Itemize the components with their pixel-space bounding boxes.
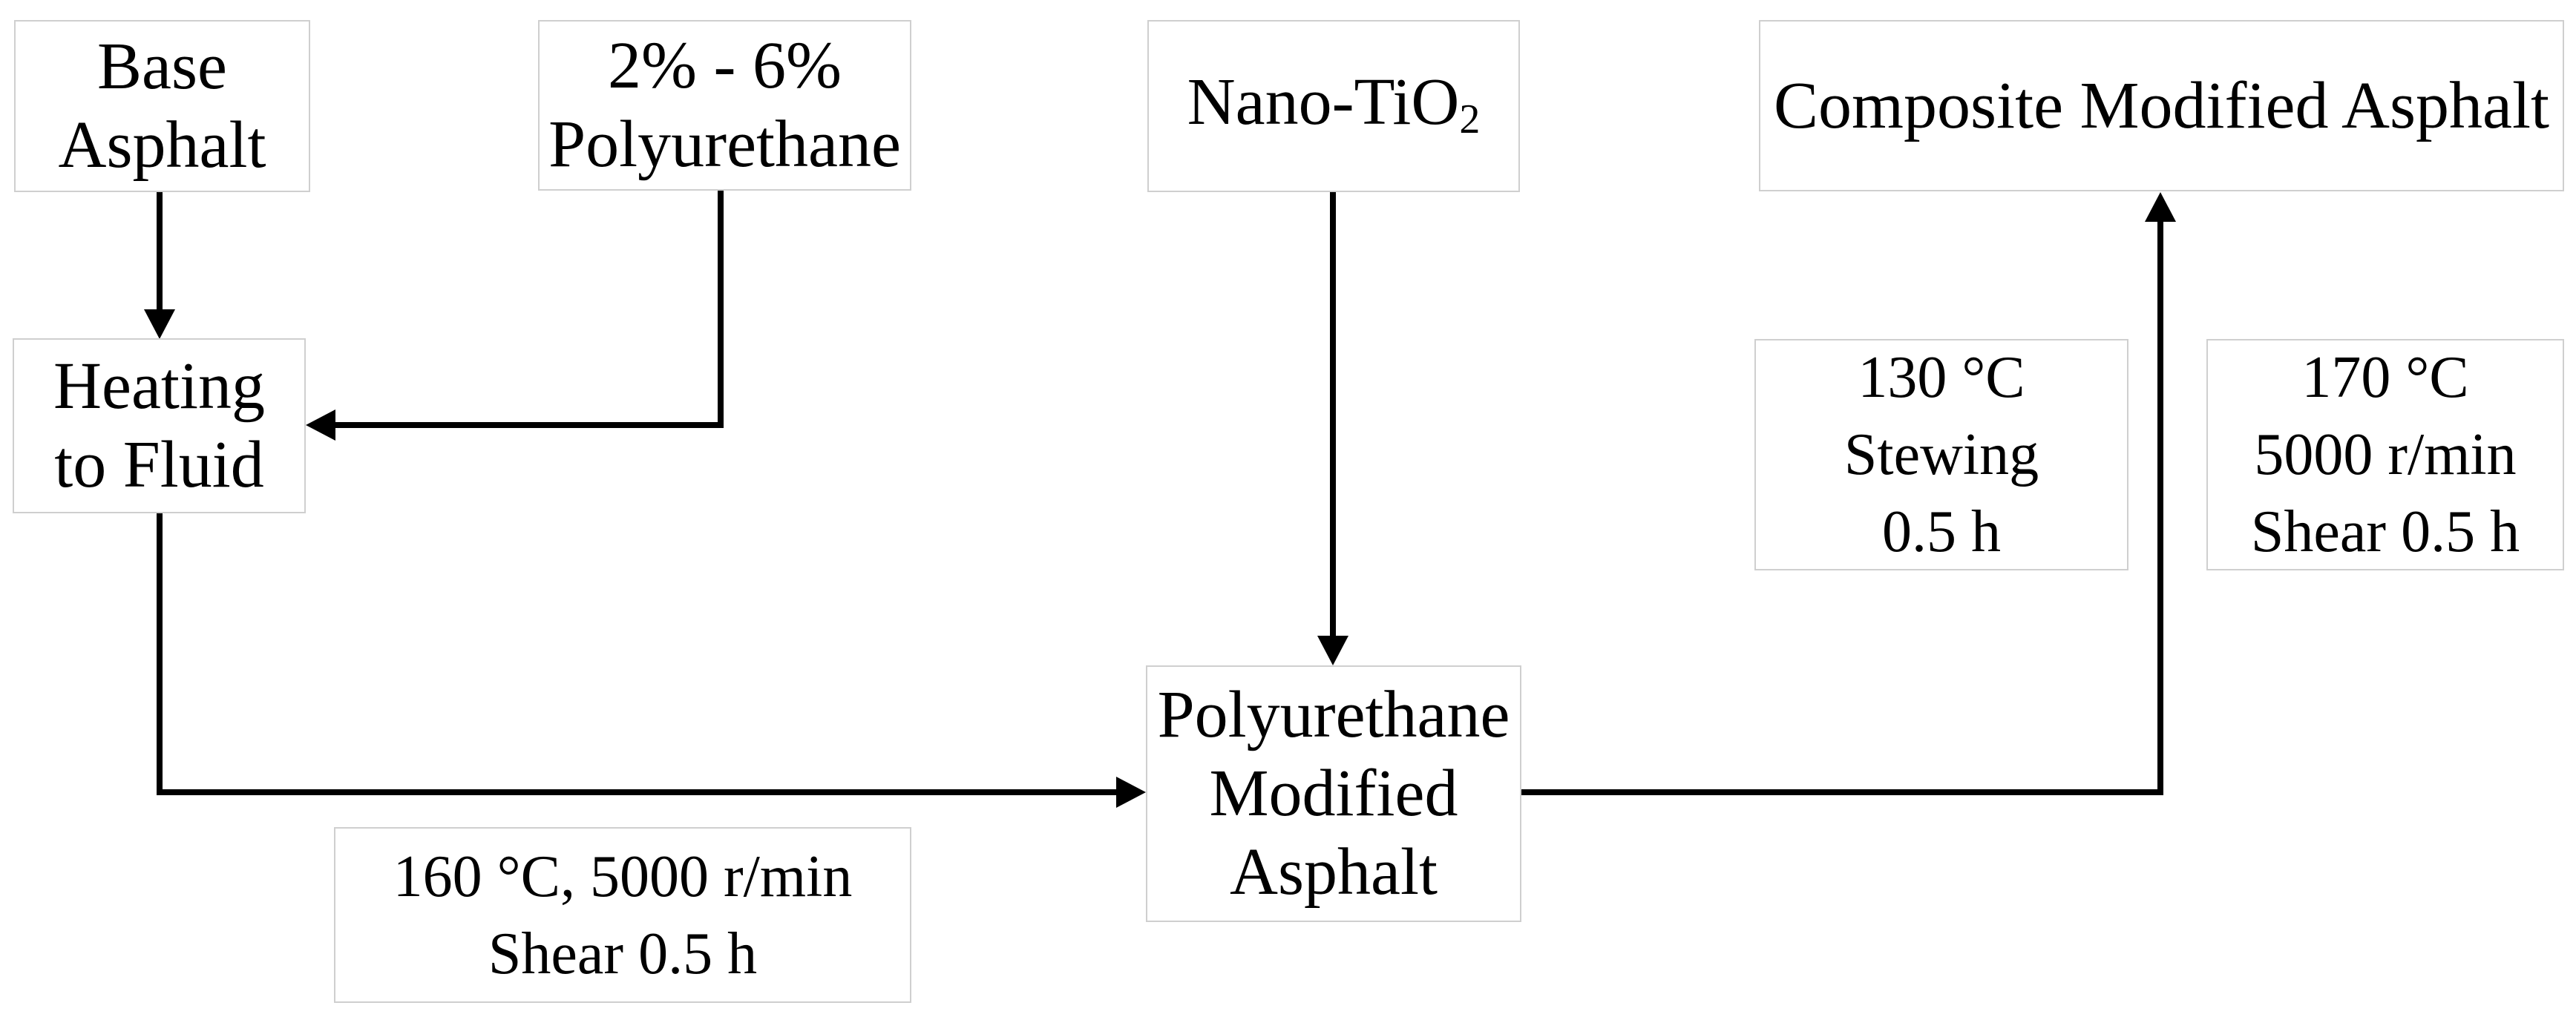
node-heating-to-fluid: Heating to Fluid xyxy=(13,338,306,513)
node-label-line: Shear 0.5 h xyxy=(488,921,758,987)
node-label-line: Composite Modified Asphalt xyxy=(1774,68,2549,142)
node-label-line: to Fluid xyxy=(54,428,264,501)
node-label-line: 0.5 h xyxy=(1882,499,2001,565)
node-label-line: Asphalt xyxy=(1230,835,1438,909)
node-final-shear-conditions: 170 °C 5000 r/min Shear 0.5 h xyxy=(2206,339,2564,570)
arrow-polyurethane-to-heating xyxy=(306,191,724,441)
arrow-heating-to-pma xyxy=(157,513,1146,808)
node-label-line: 2% - 6% xyxy=(608,29,842,102)
node-label-line: 160 °C, 5000 r/min xyxy=(393,843,853,909)
arrow-base-asphalt-to-heating xyxy=(144,192,175,339)
node-composite-modified-asphalt: Composite Modified Asphalt xyxy=(1759,20,2564,191)
nano-tio2-subscript: 2 xyxy=(1459,96,1481,142)
node-label-line: 170 °C xyxy=(2301,345,2469,410)
node-label-line: Base xyxy=(97,30,227,103)
nano-tio2-text: Nano-TiO xyxy=(1187,65,1460,139)
node-label-line: 5000 r/min xyxy=(2254,422,2517,487)
node-label-line: Polyurethane xyxy=(1157,678,1510,751)
node-label-line: Heating xyxy=(53,349,265,423)
node-base-asphalt: Base Asphalt xyxy=(14,20,310,192)
arrow-nano-tio2-to-pma xyxy=(1317,192,1348,665)
node-label-line: Nano-TiO2 xyxy=(1187,63,1481,150)
node-label-line: 130 °C xyxy=(1858,345,2025,410)
node-nano-tio2: Nano-TiO2 xyxy=(1147,20,1520,192)
node-stewing-conditions: 130 °C Stewing 0.5 h xyxy=(1754,339,2128,570)
node-polyurethane-dose: 2% - 6% Polyurethane xyxy=(538,20,911,191)
node-label-line: Polyurethane xyxy=(548,108,901,181)
arrow-pma-to-composite xyxy=(1521,192,2176,795)
node-polyurethane-modified-asphalt: Polyurethane Modified Asphalt xyxy=(1146,665,1521,922)
node-label-line: Asphalt xyxy=(58,108,266,182)
node-label-line: Shear 0.5 h xyxy=(2250,499,2520,565)
node-label-line: Stewing xyxy=(1843,422,2039,487)
node-label-line: Modified xyxy=(1209,757,1458,830)
node-first-shear-conditions: 160 °C, 5000 r/min Shear 0.5 h xyxy=(334,827,911,1003)
